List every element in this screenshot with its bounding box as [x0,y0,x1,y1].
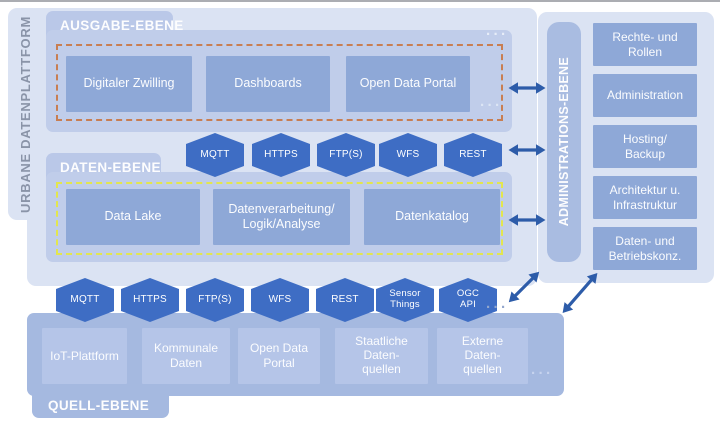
hex-ogc-api: OGC API [439,278,497,322]
quelle-layer-title: QUELL-EBENE [48,398,150,413]
diagonal-arrow-icon-quelle-admin [556,267,605,320]
box-datenverarbeitung: Datenverarbeitung/ Logik/Analyse [213,189,350,245]
box-open-data-portal-src: Open Data Portal [238,328,320,384]
diagonal-arrow-icon-protocols-admin [502,265,546,309]
box-digitaler-zwilling: Digitaler Zwilling [66,56,192,112]
ausgabe-layer-title: AUSGABE-EBENE [60,17,184,33]
daten-layer-title: DATEN-EBENE [60,159,161,175]
administration-layer-bar: ADMINISTRATIONS-EBENE [547,22,581,262]
box-datenkatalog: Datenkatalog [364,189,500,245]
hex-ftps-lower: FTP(S) [186,278,244,322]
bidirectional-arrow-icon-daten-admin [507,212,547,228]
ellipsis-protocols: ··· [486,299,509,316]
hex-rest-lower: REST [316,278,374,322]
box-iot-plattform: IoT-Plattform [42,328,127,384]
ellipsis-ausgabe-inner: ··· [480,97,503,114]
box-data-lake: Data Lake [66,189,200,245]
box-open-data-portal-out: Open Data Portal [346,56,470,112]
administration-layer-title: ADMINISTRATIONS-EBENE [557,57,571,227]
daten-group-frame [56,182,503,255]
hex-sensor-things: Sensor Things [376,278,434,322]
box-daten-betriebskonz: Daten- und Betriebskonz. [593,227,697,270]
bidirectional-arrow-icon-protocols-admin [507,142,547,158]
box-rechte-rollen: Rechte- und Rollen [593,23,697,66]
box-architektur-infrastruktur: Architektur u. Infrastruktur [593,176,697,219]
bidirectional-arrow-icon-ausgabe-admin [507,80,547,96]
ellipsis-ausgabe-top: ··· [486,26,509,43]
ausgabe-group-frame [56,44,503,121]
platform-title: URBANE DATENPLATTFORM [17,15,33,213]
box-hosting-backup: Hosting/ Backup [593,125,697,168]
hex-https-lower: HTTPS [121,278,179,322]
hex-mqtt-lower: MQTT [56,278,114,322]
box-administration: Administration [593,74,697,117]
box-externe-datenquellen: Externe Daten- quellen [437,328,528,384]
box-kommunale-daten: Kommunale Daten [142,328,230,384]
ellipsis-quelle: ··· [531,365,554,382]
box-staatliche-datenquellen: Staatliche Daten- quellen [335,328,428,384]
platform-title-tab: URBANE DATENPLATTFORM [8,8,42,220]
hex-wfs-lower: WFS [251,278,309,322]
box-dashboards: Dashboards [206,56,330,112]
image-top-border [0,0,720,2]
